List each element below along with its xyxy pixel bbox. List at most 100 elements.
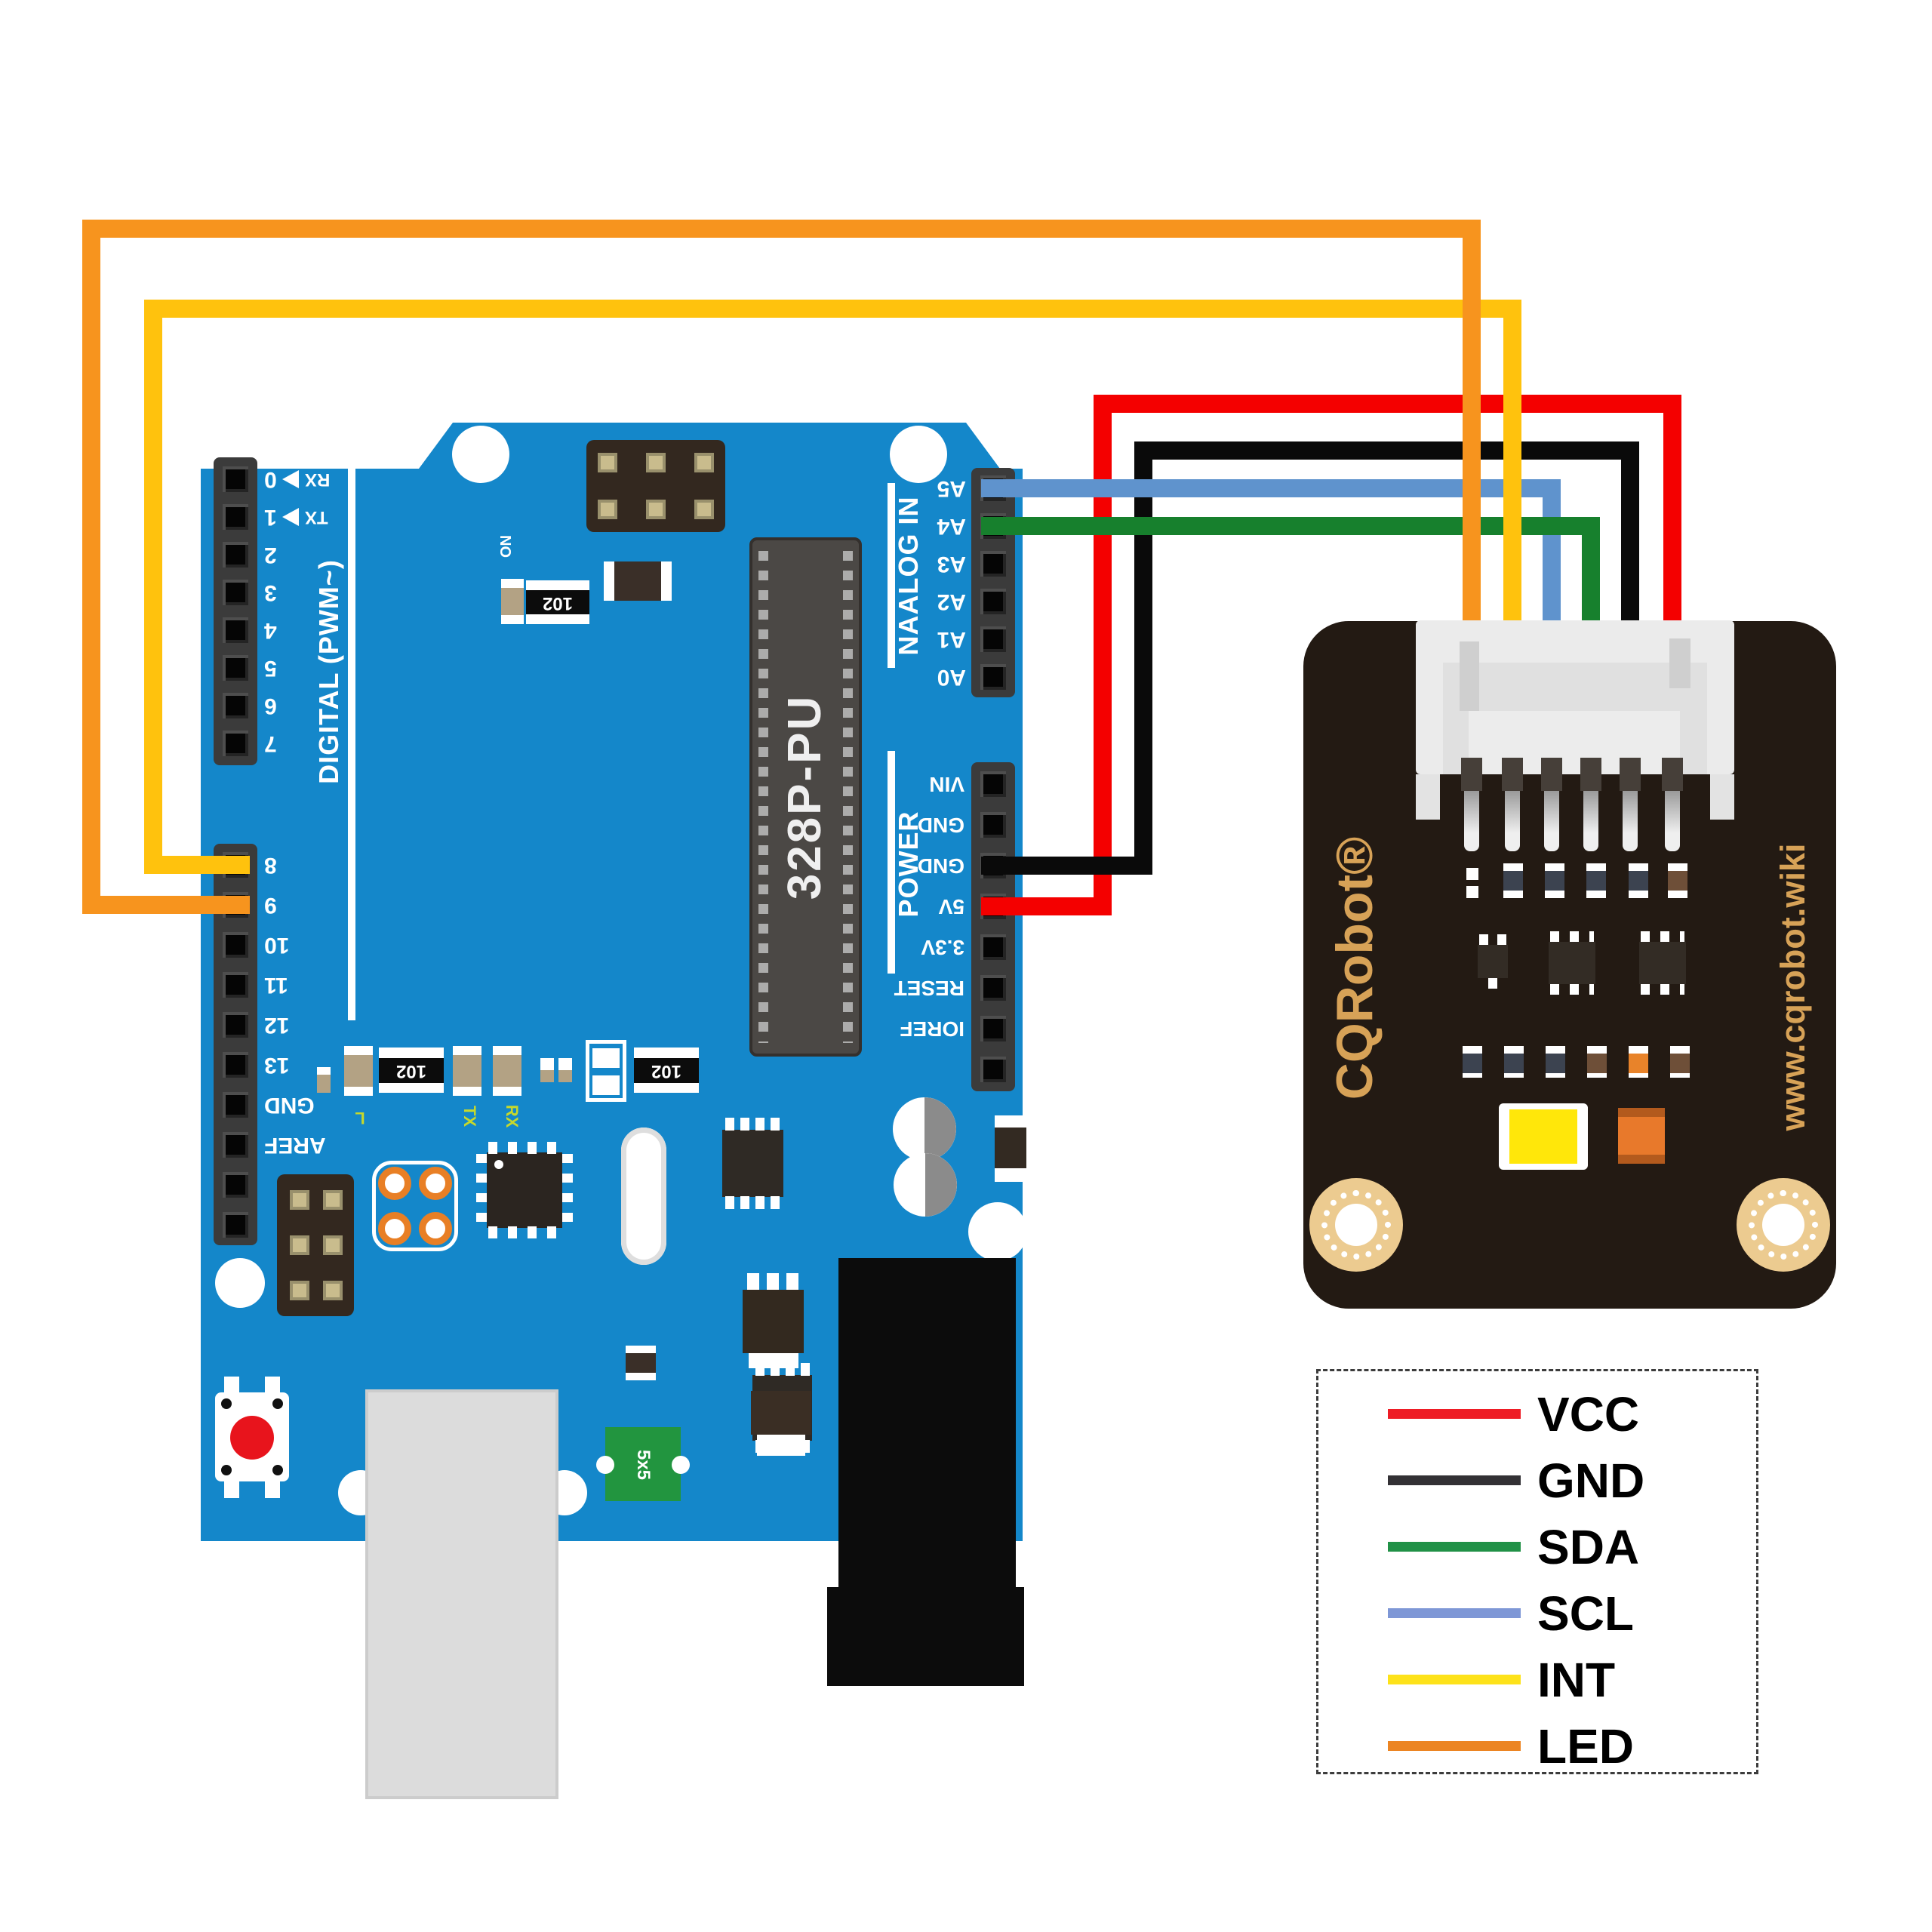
voltage-regulator [743,1273,804,1368]
icsp-pad [323,1190,343,1210]
analog-header [971,468,1015,697]
legend-swatch-sda [1388,1542,1521,1552]
through-hole [378,1212,411,1245]
label-vin: VIN [929,773,964,796]
pin-gnd1 [980,812,1006,838]
smd-capacitor [1546,1046,1565,1078]
icsp-pad [646,453,666,472]
label-d11: 11 [264,973,288,998]
label-aref: AREF [264,1133,326,1158]
wire-sda [981,517,1600,535]
smd-transistor [1478,934,1508,989]
jst-pin [1665,791,1680,851]
pin-d6 [223,693,248,718]
pin-sda-digital [223,1172,248,1198]
wire-vcc [1094,395,1681,413]
label-d10: 10 [264,933,290,958]
label-d13: 13 [264,1053,290,1078]
pin-d3 [223,580,248,605]
pin-d4 [223,617,248,643]
wire-int [1503,300,1521,634]
wire-int [144,300,162,874]
silk-rx-label: RX [503,1104,521,1128]
label-a3: A3 [937,552,966,577]
via-hole [893,1097,956,1161]
icsp-pad [290,1281,309,1300]
pin-vin [980,771,1006,797]
diode [751,1391,811,1458]
legend-label-int: INT [1537,1653,1616,1707]
pin-d13 [223,1052,248,1078]
fuse-5x5: 5x5 [596,1427,690,1501]
pin-d11 [223,972,248,998]
reset-button-leg [224,1481,239,1498]
smd-capacitor [1545,863,1564,898]
reset-button-leg [265,1481,280,1498]
legend-swatch-vcc [1388,1409,1521,1419]
smd-component-framed [586,1040,626,1102]
jst-slot [1662,758,1683,791]
mounting-hole [215,1258,265,1308]
smd-capacitor [1629,1046,1648,1078]
smd-capacitor [604,561,672,601]
smd-capacitor [1670,1046,1690,1078]
label-gnd2: GND [917,854,964,878]
smd-capacitor [1463,1046,1482,1078]
legend-swatch-int [1388,1675,1521,1684]
jst-pin [1623,791,1638,851]
label-5v: 5V [938,895,964,918]
jst-slot [1502,758,1523,791]
pin-d0 [223,466,248,492]
mcu-chip-label: 328P-PU [779,694,831,900]
reset-button [215,1392,289,1481]
label-rx: RX [305,469,331,490]
module-hole-center [1335,1204,1377,1246]
digital-separator [348,441,355,1020]
jst-connector-leg [1416,774,1440,820]
module-led [1499,1103,1588,1170]
wire-led [1463,220,1481,634]
label-ioref: IOREF [900,1017,964,1041]
pin-d10 [223,932,248,958]
through-hole-group [372,1161,458,1251]
smd-capacitor [493,1046,521,1096]
pin-scl-digital [223,1212,248,1238]
pin-a1 [980,626,1006,652]
smd-resistor-102: 102 [526,580,589,624]
label-3v3: 3.3V [921,936,964,959]
label-d12: 12 [264,1013,290,1038]
wire-int [144,300,1521,318]
smd-resistor-102: 102 [634,1048,699,1093]
pin-a3 [980,551,1006,577]
pin-d1 [223,504,248,530]
jst-pin [1464,791,1479,851]
wire-led [82,220,1481,238]
smd-capacitor [1503,863,1523,898]
wire-gnd [1134,441,1639,460]
pin-aref [223,1132,248,1158]
through-hole [419,1212,452,1245]
jst-pin [1544,791,1559,851]
smd-pad [1466,886,1478,898]
pin-ioref [980,1016,1006,1041]
legend-label-gnd: GND [1537,1454,1645,1508]
pin-reset [980,975,1006,1001]
smd-component-orange [1618,1108,1665,1164]
label-a4: A4 [937,514,966,539]
reset-button-leg [224,1377,239,1393]
through-hole [419,1167,452,1200]
pin-d2 [223,542,248,568]
pin-d7 [223,731,248,756]
wire-gnd [1621,441,1639,634]
crystal-oscillator [621,1128,666,1265]
module-hole-ring [1321,1190,1391,1260]
icsp-pad [598,453,617,472]
wire-vcc [1094,395,1112,915]
legend-label-led: LED [1537,1719,1634,1774]
pin-gnd-digital [223,1092,248,1118]
pin-unlabeled [980,1057,1006,1082]
digital-section-title: DIGITAL (PWM~) [313,559,344,784]
label-a5: A5 [937,476,966,501]
through-hole [378,1167,411,1200]
